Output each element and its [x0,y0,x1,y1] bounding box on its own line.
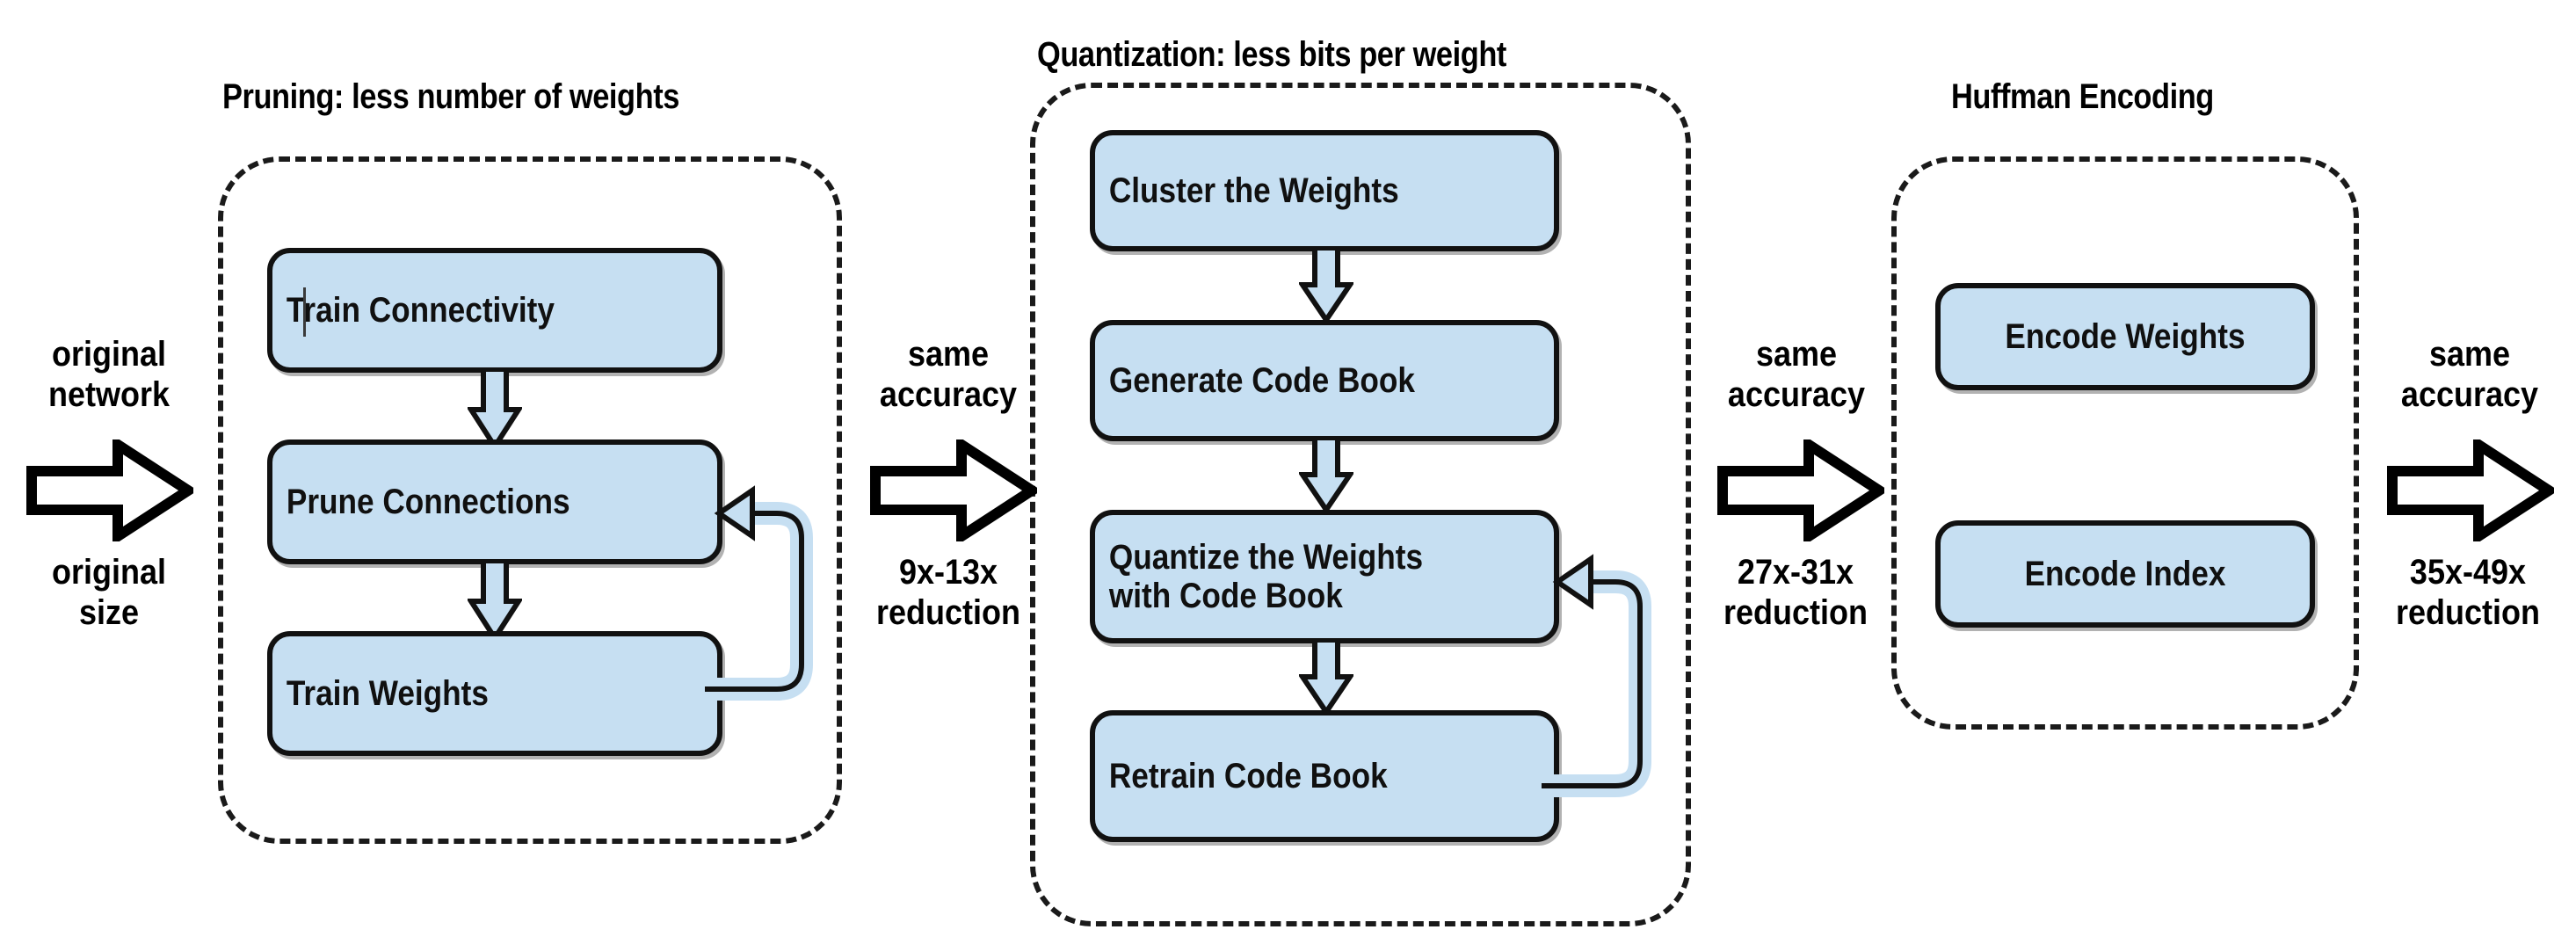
text-caret [303,287,306,337]
connector-input-top-label: original network [47,335,171,414]
step-encode-index[interactable]: Encode Index [1935,520,2315,628]
step-train-connectivity[interactable]: Train Connectivity [267,248,722,373]
step-retrain-code-book[interactable]: Retrain Code Book [1090,710,1559,842]
feedback-loop-pruning [705,485,813,701]
huffman-group-container [1891,156,2359,730]
step-encode-weights[interactable]: Encode Weights [1935,283,2315,390]
step-label: Encode Weights [2005,317,2246,356]
pruning-group-container [218,156,842,844]
pruning-section-title: Pruning: less number of weights [222,77,679,116]
quant-to-huff-flow-arrow [1717,439,1884,541]
connector-output-bottom-label: 35x-49x reduction [2395,553,2540,632]
step-label: Quantize the Weights with Code Book [1108,538,1424,615]
step-train-weights[interactable]: Train Weights [267,631,722,756]
feedback-loop-quantization [1542,554,1651,797]
connector-prune-to-quant-top-label: same accuracy [879,335,1018,414]
input-flow-arrow [26,439,193,541]
step-generate-code-book[interactable]: Generate Code Book [1090,320,1559,441]
connector-input-bottom-label: original size [51,553,166,632]
step-label: Prune Connections [286,483,570,521]
step-prune-connections[interactable]: Prune Connections [267,439,722,564]
arrow-train-connectivity-to-prune [468,369,522,450]
quantization-section-title: Quantization: less bits per weight [1037,35,1506,74]
step-label: Train Connectivity [286,291,555,330]
arrow-quantize-to-retrain [1299,640,1353,715]
step-label: Encode Index [2024,555,2226,593]
step-label: Train Weights [286,674,489,713]
quantization-group-container [1030,83,1691,926]
connector-quant-to-huff-bottom-label: 27x-31x reduction [1723,553,1868,632]
step-label: Cluster the Weights [1108,171,1399,210]
step-label: Retrain Code Book [1108,757,1388,795]
step-label: Generate Code Book [1108,361,1416,400]
step-quantize-the-weights-with-code-book[interactable]: Quantize the Weights with Code Book [1090,510,1559,643]
prune-to-quant-flow-arrow [870,439,1037,541]
arrow-generate-to-quantize [1299,438,1353,513]
output-flow-arrow [2387,439,2554,541]
arrow-cluster-to-generate [1299,248,1353,323]
step-cluster-the-weights[interactable]: Cluster the Weights [1090,130,1559,251]
huffman-section-title: Huffman Encoding [1951,77,2214,116]
connector-prune-to-quant-bottom-label: 9x-13x reduction [875,553,1020,632]
arrow-prune-to-train-weights [468,561,522,642]
connector-quant-to-huff-top-label: same accuracy [1727,335,1866,414]
connector-output-top-label: same accuracy [2400,335,2539,414]
